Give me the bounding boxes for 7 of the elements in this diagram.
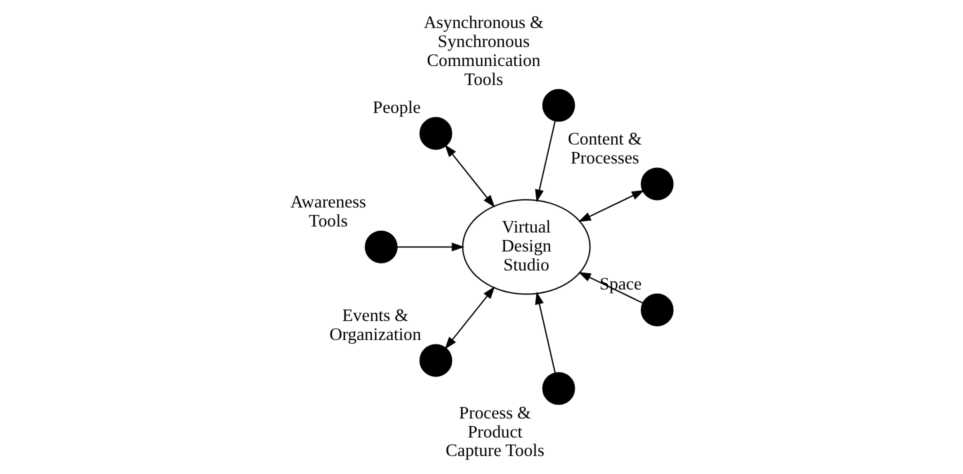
node-label: Process & Product Capture Tools xyxy=(445,402,544,460)
node-label: Asynchronous & Synchronous Communication Tools xyxy=(423,12,544,88)
node-label: Content & Processes xyxy=(567,128,642,167)
node-label: Events & Organization xyxy=(329,304,421,344)
node-label: People xyxy=(372,96,420,116)
node-label: Awareness Tools xyxy=(290,191,366,230)
node-label: Space xyxy=(599,272,642,293)
